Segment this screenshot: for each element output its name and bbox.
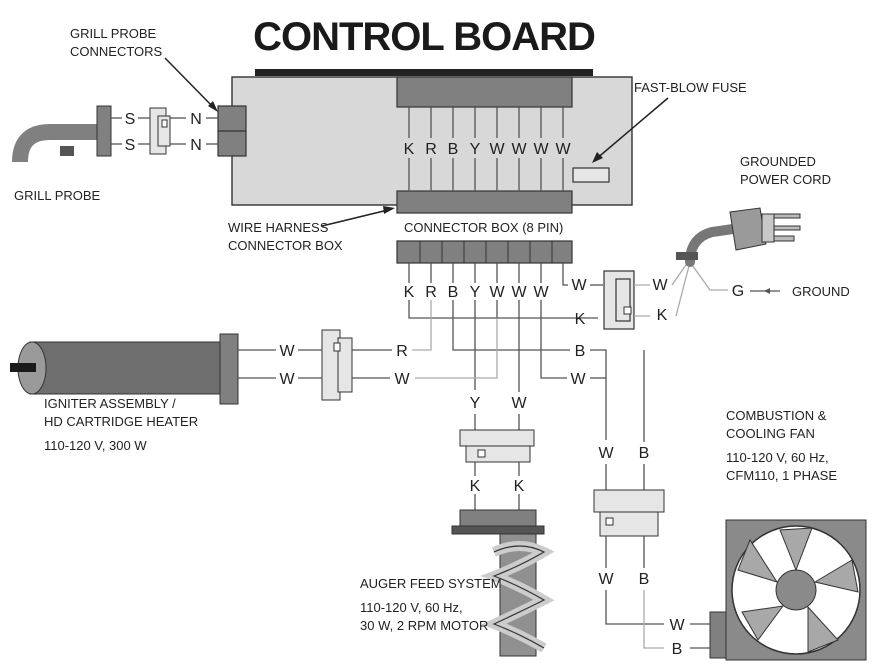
fan-label: COOLING FAN (726, 426, 815, 441)
board-wire-label: W (555, 141, 571, 158)
connector-wire-label: K (404, 284, 415, 301)
power-wire-label: K (575, 311, 586, 328)
board-wire-labels: K R B Y W W W W (401, 138, 571, 158)
power-connector-socket (615, 278, 631, 322)
auger-wire-label: K (470, 478, 481, 495)
fast-blow-fuse (572, 167, 610, 183)
title-underline-bar (255, 69, 593, 76)
fast-blow-fuse-label: FAST-BLOW FUSE (634, 80, 747, 95)
grill-probe-connectors-label: CONNECTORS (70, 44, 163, 59)
connector-dividers (419, 241, 553, 263)
fan-wire-label: B (672, 641, 683, 658)
connector-wire-label: R (425, 284, 437, 301)
fan-label: 110-120 V, 60 Hz, (726, 450, 829, 465)
connector-wire-label: Y (470, 284, 481, 301)
igniter-wire-label: W (279, 343, 295, 360)
fan-wire-label: W (598, 445, 614, 462)
igniter-label: 110-120 V, 300 W (44, 438, 147, 453)
fan-connector (593, 464, 710, 649)
fuse-leader (594, 97, 669, 161)
igniter-assembly (10, 329, 353, 405)
auger-wire-label: Y (470, 395, 481, 412)
auger-wire-label: K (514, 478, 525, 495)
probe-wire-label: S (125, 137, 136, 154)
grill-probe-connectors-label: GRILL PROBE (70, 26, 157, 41)
igniter-wire-label: R (396, 343, 408, 360)
connector-wire-label: W (533, 284, 549, 301)
harness-leader (321, 208, 393, 227)
branch-wire-label: W (570, 371, 586, 388)
fan-label: COMBUSTION & (726, 408, 827, 423)
harness-wires (408, 263, 645, 442)
probe-wire-label: N (190, 137, 202, 154)
probe-wires (111, 117, 218, 145)
grill-probe-label: GRILL PROBE (14, 188, 101, 203)
ground-label: GROUND (792, 284, 850, 299)
power-cord-label: GROUNDED (740, 154, 816, 169)
power-plug (676, 207, 801, 267)
power-wire-label: W (652, 277, 668, 294)
igniter-wires (238, 349, 392, 379)
probe-wire-label: S (125, 111, 136, 128)
auger-motor (451, 509, 555, 657)
power-connector-latch (623, 306, 632, 315)
wire-harness-connector-box (396, 190, 573, 214)
arrowhead (592, 152, 603, 163)
board-wire-label: W (489, 141, 505, 158)
connector-wire-label: B (448, 284, 459, 301)
connector-box-8-pin (396, 240, 573, 264)
arrowhead (208, 101, 218, 112)
board-wire-label: K (404, 141, 415, 158)
diagram-title: CONTROL BOARD (253, 15, 595, 59)
connector-wire-labels: K R B Y W W W W (404, 277, 588, 301)
connector-box-label: CONNECTOR BOX (8 PIN) (404, 220, 563, 235)
auger-wire-label: W (511, 395, 527, 412)
connector-wire-label: W (511, 284, 527, 301)
fan-wire-label: B (639, 571, 650, 588)
power-wire-label: K (657, 307, 668, 324)
board-wire-label: W (511, 141, 527, 158)
fan-wire-label: W (598, 571, 614, 588)
auger-label: 110-120 V, 60 Hz, (360, 600, 463, 615)
probe-wire-label: N (190, 111, 202, 128)
arrowhead (764, 288, 770, 294)
fan-wire-label: B (639, 445, 650, 462)
wire-harness-label: CONNECTOR BOX (228, 238, 343, 253)
connector-wire-label: W (489, 284, 505, 301)
wire-harness-label: WIRE HARNESS (228, 220, 329, 235)
power-cord-wires (634, 261, 728, 317)
power-cord-label: POWER CORD (740, 172, 831, 187)
igniter-label: HD CARTRIDGE HEATER (44, 414, 198, 429)
grill-probe (12, 105, 171, 163)
auger-label: 30 W, 2 RPM MOTOR (360, 618, 488, 633)
combustion-fan (709, 519, 867, 661)
fan-label: CFM110, 1 PHASE (726, 468, 837, 483)
ground-wire-label: G (732, 283, 744, 300)
connector-wire-label: W (571, 277, 587, 294)
board-wire-label: B (448, 141, 459, 158)
probe-connectors-leader (164, 57, 217, 111)
auger-connector (459, 414, 535, 510)
fan-wire-label: W (669, 617, 685, 634)
board-wire-label: W (533, 141, 549, 158)
board-wire-label: Y (470, 141, 481, 158)
branch-wire-label: B (575, 343, 586, 360)
board-top-terminal-block (396, 76, 573, 108)
arrowhead (383, 206, 395, 214)
auger-label: AUGER FEED SYSTEM (360, 576, 502, 591)
igniter-wire-label: W (394, 371, 410, 388)
board-wire-label: R (425, 141, 437, 158)
igniter-wire-label: W (279, 371, 295, 388)
igniter-label: IGNITER ASSEMBLY / (44, 396, 176, 411)
